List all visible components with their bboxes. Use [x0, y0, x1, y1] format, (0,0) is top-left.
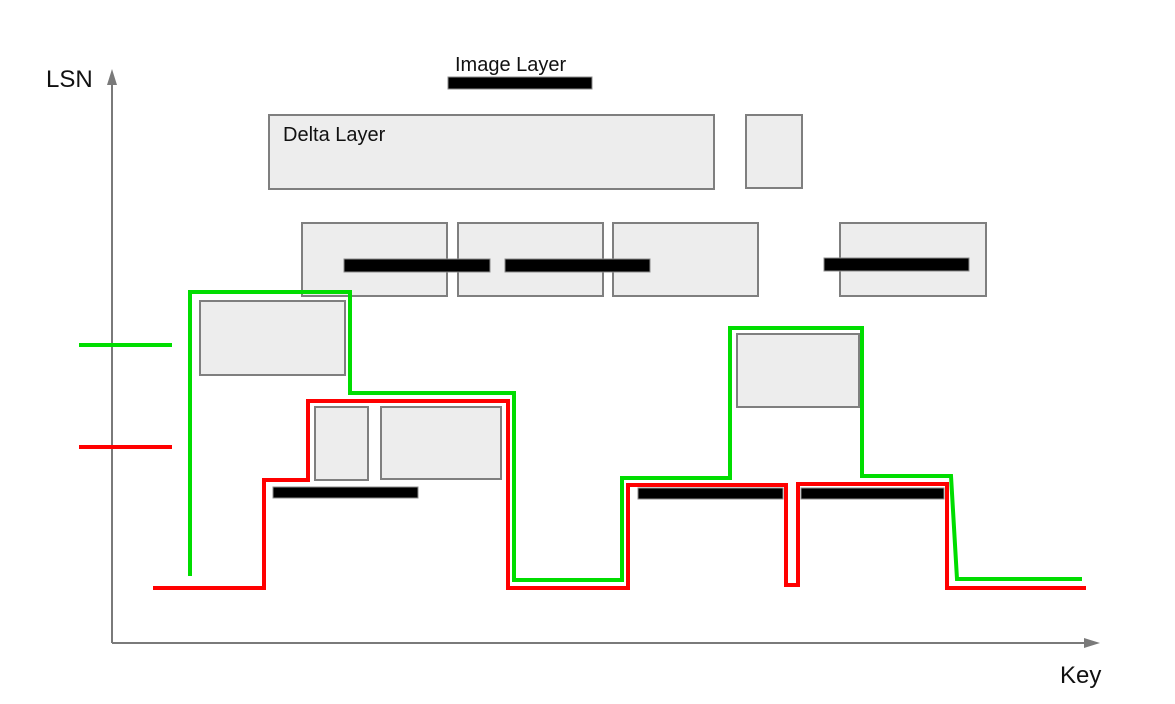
image-layer-bottom-2	[800, 487, 945, 500]
image-layer-row2-1	[343, 258, 491, 273]
image-layers-group	[272, 76, 970, 500]
key-axis-label: Key	[1060, 662, 1101, 689]
lsn-ticks-group	[79, 343, 172, 449]
delta-layer-small-1	[314, 406, 369, 481]
y-axis-arrow-icon	[107, 69, 117, 85]
red-branch-line	[153, 399, 1086, 590]
delta-layer-top-small	[745, 114, 803, 189]
image-layer-mid-left	[272, 486, 419, 499]
axes	[107, 69, 1100, 648]
image-layer-row2-3	[823, 257, 970, 272]
delta-layer-small-2	[380, 406, 502, 480]
image-layer-row2-2	[504, 258, 651, 273]
x-axis-arrow-icon	[1084, 638, 1100, 648]
delta-layer-main	[268, 114, 715, 190]
delta-layer-right-mid	[736, 333, 860, 408]
delta-layer-left-mid	[199, 300, 346, 376]
branch-lines-group	[153, 290, 1086, 590]
delta-layers-group	[199, 114, 987, 481]
image-layer-caption: Image Layer	[455, 54, 567, 76]
green-branch-line	[188, 290, 1082, 582]
lsn-axis-label: LSN	[46, 66, 93, 93]
delta-layer-caption: Delta Layer	[283, 124, 386, 146]
image-layer-legend-bar	[447, 76, 593, 90]
image-layer-bottom-1	[637, 487, 784, 500]
